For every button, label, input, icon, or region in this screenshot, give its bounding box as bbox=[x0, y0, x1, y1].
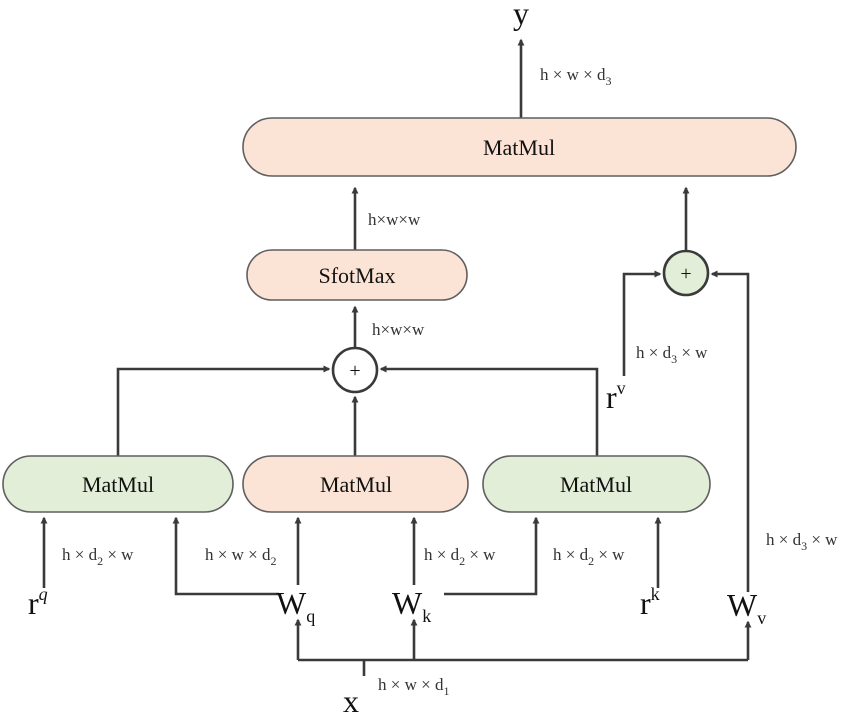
input-x-label: x bbox=[343, 683, 359, 718]
arrow-wk-to-right-matmul bbox=[444, 516, 540, 596]
wk-label: Wk bbox=[392, 585, 431, 626]
dim-output: h × w × d3 bbox=[540, 65, 611, 88]
dim-x-in: h × w × d1 bbox=[378, 675, 449, 698]
softmax-label: SfotMax bbox=[319, 263, 396, 288]
dim-rv-in: h × d3 × w bbox=[636, 343, 708, 366]
arrow-rv-to-sum bbox=[622, 270, 662, 376]
matmul-left-label: MatMul bbox=[82, 472, 154, 497]
matmul-top-label: MatMul bbox=[483, 135, 555, 160]
matmul-right-label: MatMul bbox=[560, 472, 632, 497]
matmul-left-box: MatMul bbox=[2, 455, 234, 513]
output-y-label: y bbox=[513, 0, 529, 31]
dim-sum-out: h×w×w bbox=[372, 320, 425, 339]
arrow-right-matmul-to-sum bbox=[379, 365, 599, 456]
dim-softmax-out: h×w×w bbox=[368, 210, 421, 229]
dim-wv-out: h × d3 × w bbox=[766, 530, 838, 553]
plus-icon: + bbox=[349, 360, 360, 382]
dim-wq-in: h × w × d2 bbox=[205, 545, 276, 568]
softmax-box: SfotMax bbox=[246, 249, 468, 301]
arrow-left-matmul-to-sum bbox=[116, 365, 331, 456]
sum-node-center: + bbox=[331, 346, 379, 394]
sum-node-right: + bbox=[662, 249, 710, 297]
dim-rk-in: h × d2 × w bbox=[553, 545, 625, 568]
rq-label: rq bbox=[28, 584, 48, 621]
dim-wk-in: h × d2 × w bbox=[424, 545, 496, 568]
matmul-top-box: MatMul bbox=[242, 117, 797, 177]
dim-rq-in: h × d2 × w bbox=[62, 545, 134, 568]
arrow-wv-to-sum bbox=[710, 270, 750, 592]
arrow-wq-to-left-matmul bbox=[172, 516, 279, 596]
matmul-center-label: MatMul bbox=[320, 472, 392, 497]
matmul-right-box: MatMul bbox=[482, 455, 711, 513]
connectors bbox=[40, 38, 752, 676]
wv-label: Wv bbox=[727, 587, 766, 628]
rv-label: rv bbox=[606, 378, 626, 415]
wq-label: Wq bbox=[276, 585, 315, 626]
plus-icon: + bbox=[680, 263, 691, 285]
rk-label: rk bbox=[640, 584, 660, 621]
matmul-center-box: MatMul bbox=[242, 455, 469, 513]
